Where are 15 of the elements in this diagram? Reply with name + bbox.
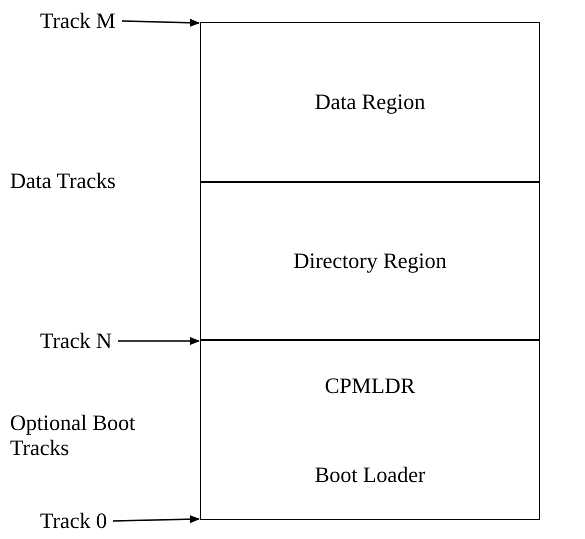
arrow bbox=[112, 515, 200, 524]
region-label: CPMLDR bbox=[324, 372, 416, 398]
track-range-label: Optional Boot Tracks bbox=[10, 410, 136, 461]
track-label: Track 0 bbox=[40, 508, 108, 534]
region-label: Data Region bbox=[314, 89, 426, 115]
track-range-label: Data Tracks bbox=[10, 168, 117, 194]
track-label: Track N bbox=[40, 328, 112, 354]
boot-region-box bbox=[200, 340, 540, 520]
region-label: Directory Region bbox=[293, 248, 447, 274]
arrow bbox=[122, 18, 200, 27]
arrow bbox=[118, 337, 200, 345]
region-label: Boot Loader bbox=[314, 462, 426, 488]
directory-region-box bbox=[200, 182, 540, 340]
track-label: Track M bbox=[40, 8, 116, 34]
data-region-box bbox=[200, 22, 540, 182]
